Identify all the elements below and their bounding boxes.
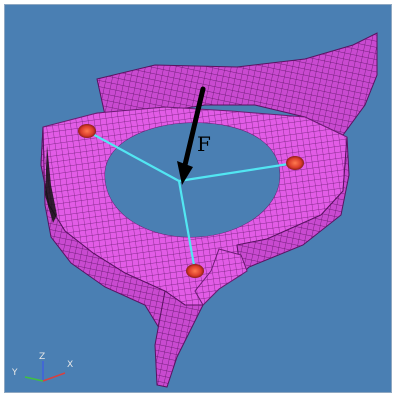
lower-tab — [154, 290, 204, 388]
axis-z-label: Z — [39, 352, 45, 362]
constraint-nodes — [78, 124, 304, 278]
fem-model-drawing: F Z X Y — [11, 32, 378, 388]
tab-bend — [194, 248, 248, 306]
axis-x-label: X — [67, 360, 73, 370]
fem-viewport[interactable]: F Z X Y — [4, 4, 392, 393]
axis-y-label: Y — [11, 368, 18, 378]
rigid-link-bottom — [177, 180, 197, 272]
force-arrow — [177, 86, 206, 185]
node-left — [78, 124, 96, 138]
rigid-links — [86, 130, 296, 272]
node-right — [286, 156, 304, 170]
axis-triad: Z X Y — [11, 352, 73, 382]
force-label: F — [197, 132, 211, 156]
rigid-link-right — [178, 161, 296, 183]
node-bottom — [186, 264, 204, 278]
edge-shadow — [45, 145, 57, 223]
rigid-link-left — [86, 130, 180, 182]
